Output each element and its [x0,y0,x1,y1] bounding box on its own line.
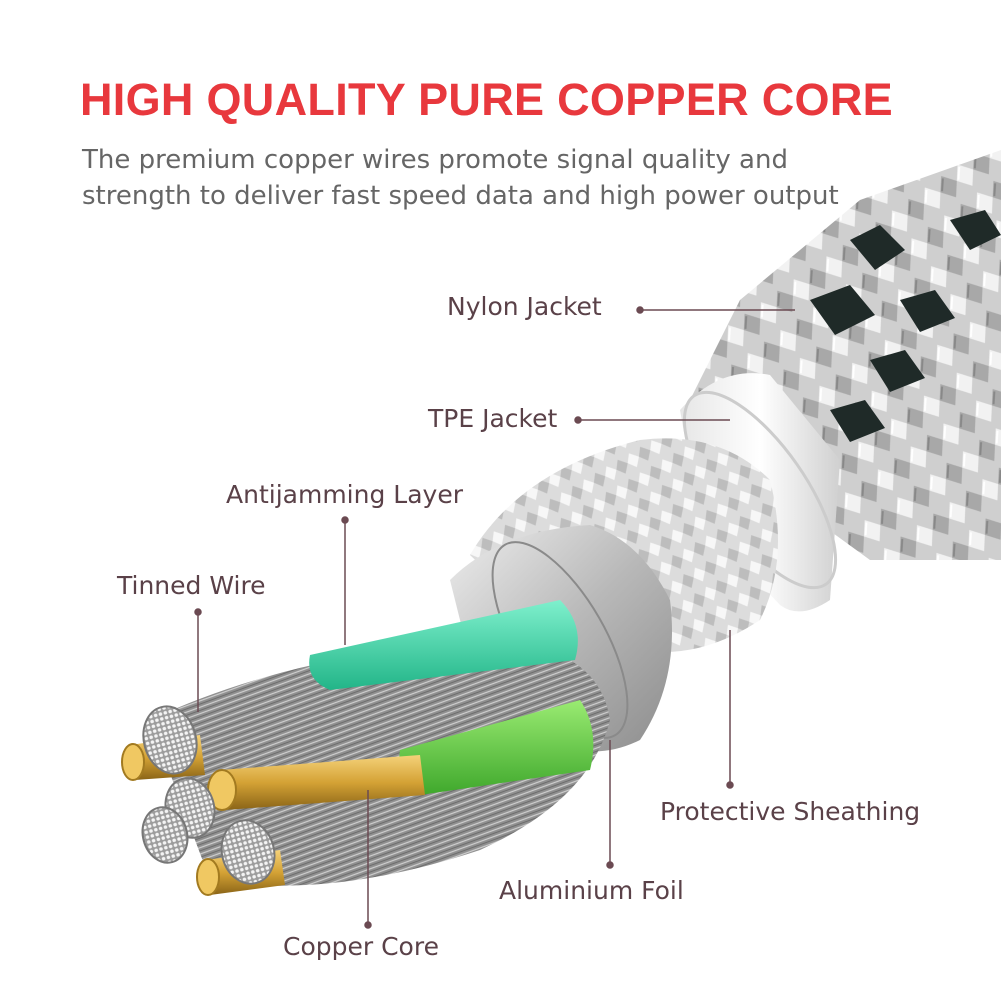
label-aluminium-foil: Aluminium Foil [499,876,684,905]
label-nylon-jacket: Nylon Jacket [447,292,602,321]
teal-insulated-wire [309,600,578,690]
page-title: HIGH QUALITY PURE COPPER CORE [80,74,893,125]
label-tpe-jacket: TPE Jacket [428,404,558,433]
subtitle-line-2: strength to deliver fast speed data and … [82,181,839,211]
leader-lines [194,306,795,929]
page-subtitle: The premium copper wires promote signal … [82,142,962,214]
tinned-wire-ends [141,705,276,885]
label-copper-core: Copper Core [283,932,439,961]
green-insulated-wire [399,700,594,795]
subtitle-line-1: The premium copper wires promote signal … [82,145,788,175]
label-antijamming-layer: Antijamming Layer [226,480,463,509]
label-protective-sheathing: Protective Sheathing [660,797,921,826]
label-tinned-wire: Tinned Wire [117,571,266,600]
